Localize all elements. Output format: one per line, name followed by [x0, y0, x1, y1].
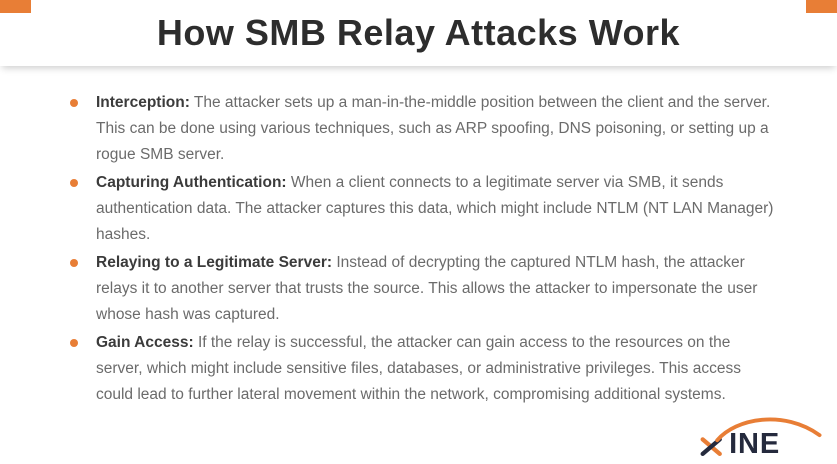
ine-logo-graphic: INE	[700, 417, 822, 458]
bullet-item-interception: Interception: The attacker sets up a man…	[68, 90, 779, 168]
bullet-lead: Capturing Authentication:	[96, 174, 287, 191]
ine-logo: INE	[695, 414, 823, 458]
bullet-text: Gain Access: If the relay is successful,…	[96, 330, 779, 408]
orange-corner-right	[806, 0, 837, 13]
bullet-item-relaying: Relaying to a Legitimate Server: Instead…	[68, 250, 779, 328]
logo-swoosh	[715, 417, 822, 443]
slide-header: How SMB Relay Attacks Work	[0, 0, 837, 66]
bullet-dot-icon	[70, 179, 78, 187]
slide-body: Interception: The attacker sets up a man…	[0, 66, 837, 408]
page-title: How SMB Relay Attacks Work	[156, 12, 681, 53]
bullet-lead: Interception:	[96, 94, 190, 111]
bullet-text: Capturing Authentication: When a client …	[96, 170, 779, 248]
bullet-body: The attacker sets up a man-in-the-middle…	[96, 94, 771, 163]
bullet-body: If the relay is successful, the attacker…	[96, 334, 741, 403]
bullet-lead: Relaying to a Legitimate Server:	[96, 254, 333, 271]
ine-logo-text: INE	[729, 428, 780, 458]
bullet-body: Instead of decrypting the captured NTLM …	[96, 254, 758, 323]
bullet-text: Relaying to a Legitimate Server: Instead…	[96, 250, 779, 328]
bullet-dot-icon	[70, 99, 78, 107]
bullet-body: When a client connects to a legitimate s…	[96, 174, 774, 243]
bullet-list: Interception: The attacker sets up a man…	[68, 90, 779, 408]
bullet-dot-icon	[70, 339, 78, 347]
bullet-lead: Gain Access:	[96, 334, 194, 351]
bullet-item-capturing-authentication: Capturing Authentication: When a client …	[68, 170, 779, 248]
bullet-text: Interception: The attacker sets up a man…	[96, 90, 779, 168]
orange-corner-left	[0, 0, 31, 13]
bullet-item-gain-access: Gain Access: If the relay is successful,…	[68, 330, 779, 408]
bullet-dot-icon	[70, 259, 78, 267]
